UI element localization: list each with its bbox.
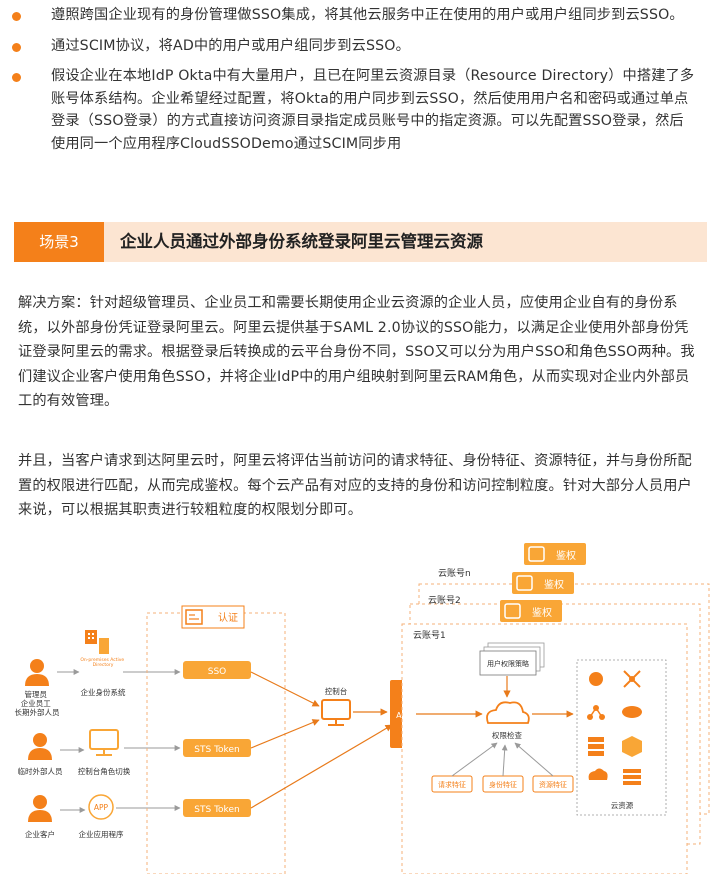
source-label: 企业应用程序 xyxy=(79,829,124,839)
svg-text:管理员 企业员工 长: 管理员 企业员工 长期外部人员 xyxy=(15,689,60,717)
person-icon xyxy=(25,659,49,686)
authorization-paragraph: 并且，当客户请求到达阿里云时，阿里云将评估当前访问的请求特征、身份特征、资源特征… xyxy=(18,453,692,518)
section-tag: 场景3 xyxy=(14,222,104,262)
lock-icon xyxy=(504,603,521,619)
feature-label: 身份特征 xyxy=(489,780,517,789)
token-label: STS Token xyxy=(194,745,239,755)
flow-arrow xyxy=(250,671,320,707)
lock-icon xyxy=(516,575,533,591)
resources-label: 云资源 xyxy=(611,800,634,810)
actor-label-line: 长期外部人员 xyxy=(15,707,60,717)
flow-arrow xyxy=(250,719,320,749)
person-icon xyxy=(28,795,52,822)
feature-label: 资源特征 xyxy=(539,780,567,789)
monitor-icon xyxy=(321,699,351,720)
feature-identity: 身份特征 xyxy=(482,775,524,793)
bullet-dot xyxy=(12,73,21,82)
authz-label: 鉴权 xyxy=(532,606,552,619)
flow-arrow xyxy=(250,724,393,809)
directory-icon xyxy=(85,630,109,654)
identity-source-app: APP 企业应用程序 xyxy=(79,794,124,839)
bullet-list: 遵照跨国企业现有的身份管理做SSO集成，将其他云服务中正在使用的用户或用户组同步… xyxy=(0,4,712,155)
resources-panel xyxy=(576,659,667,816)
flow-arrow xyxy=(514,742,554,777)
bullet-text: 遵照跨国企业现有的身份管理做SSO集成，将其他云服务中正在使用的用户或用户组同步… xyxy=(51,7,684,23)
resource-network-icon xyxy=(623,670,641,688)
app-icon xyxy=(88,794,114,820)
bullet-item: 遵照跨国企业现有的身份管理做SSO集成，将其他云服务中正在使用的用户或用户组同步… xyxy=(0,4,712,27)
authz-badge: 鉴权 xyxy=(512,572,574,594)
monitor-icon xyxy=(89,729,119,756)
identity-source-ad: On-premises Active Directory 企业身份系统 xyxy=(80,630,126,697)
bullet-item: 假设企业在本地IdP Okta中有大量用户，且已在阿里云资源目录（Resourc… xyxy=(0,65,712,155)
person-icon xyxy=(28,733,52,760)
permission-check: 权限检查 xyxy=(486,701,530,740)
actor-label: 企业客户 xyxy=(25,829,55,839)
resource-topology-icon xyxy=(587,705,605,720)
bullet-dot xyxy=(12,42,21,52)
architecture-diagram: 管理员 企业员工 长期外部人员 临时外部人员 企业客户 xyxy=(0,540,712,874)
app-icon-text: APP xyxy=(94,803,109,812)
resource-storage-icon xyxy=(622,706,642,718)
authz-label: 鉴权 xyxy=(544,578,564,591)
console-label: 控制台 xyxy=(325,686,348,696)
token-sso: SSO xyxy=(183,661,251,679)
resource-cloud-icon xyxy=(588,768,608,780)
lock-icon xyxy=(528,546,545,562)
source-label: 企业身份系统 xyxy=(81,687,126,697)
source-label: 控制台角色切换 xyxy=(78,766,131,776)
identity-source-console: 控制台角色切换 xyxy=(78,729,131,776)
section-title: 企业人员通过外部身份系统登录阿里云管理云资源 xyxy=(120,232,483,251)
authz-badge: 鉴权 xyxy=(524,543,586,565)
feature-label: 请求特征 xyxy=(438,780,466,789)
account-label: 云账号n xyxy=(438,568,471,579)
actor-customer: 企业客户 xyxy=(25,795,55,839)
solution-paragraph: 解决方案：针对超级管理员、企业员工和需要长期使用企业云资源的企业人员，应使用企业… xyxy=(18,295,695,409)
resource-hex-icon xyxy=(622,736,642,757)
source-icon-text: Directory xyxy=(93,662,114,668)
account-label: 云账号2 xyxy=(428,595,461,606)
actor-temp-external: 临时外部人员 xyxy=(18,733,63,776)
check-label: 权限检查 xyxy=(492,730,522,740)
authz-badge: 鉴权 xyxy=(500,600,562,622)
actor-label: 临时外部人员 xyxy=(18,766,63,776)
actor-label-line: 管理员 xyxy=(25,689,48,699)
actor-label-line: 企业员工 xyxy=(21,698,51,708)
policy-document: 用户权限策略 xyxy=(479,642,545,676)
token-label: SSO xyxy=(208,667,227,677)
account-label: 云账号1 xyxy=(413,630,446,641)
resource-icons xyxy=(587,670,642,785)
actor-admin: 管理员 企业员工 长期外部人员 xyxy=(15,659,60,717)
authz-label: 鉴权 xyxy=(556,549,576,562)
console-node: 控制台 xyxy=(321,686,351,726)
token-label: STS Token xyxy=(194,805,239,815)
id-card-icon xyxy=(185,609,203,625)
section-header: 场景3 企业人员通过外部身份系统登录阿里云管理云资源 xyxy=(14,222,707,262)
token-sts-1: STS Token xyxy=(183,739,251,757)
bullet-text: 假设企业在本地IdP Okta中有大量用户，且已在阿里云资源目录（Resourc… xyxy=(51,68,695,152)
account-panel xyxy=(401,623,688,874)
auth-header: 认证 xyxy=(181,605,245,629)
cloud-icon xyxy=(486,701,530,724)
flow-arrow xyxy=(451,742,498,777)
feature-request: 请求特征 xyxy=(431,775,473,793)
source-icon-text: On-premises Active xyxy=(80,657,124,663)
flow-arrow xyxy=(501,744,508,777)
token-sts-2: STS Token xyxy=(183,799,251,817)
bullet-dot xyxy=(12,12,21,21)
policy-label: 用户权限策略 xyxy=(487,659,529,668)
bullet-item: 通过SCIM协议，将AD中的用户或用户组同步到云SSO。 xyxy=(0,35,712,58)
bullet-text: 通过SCIM协议，将AD中的用户或用户组同步到云SSO。 xyxy=(51,37,410,54)
auth-title: 认证 xyxy=(218,611,238,624)
resource-server-icon xyxy=(588,737,604,756)
resource-layers-icon xyxy=(623,769,641,785)
svg-text:On-premises Active D: On-premises Active Directory xyxy=(80,657,125,668)
resource-cluster-icon xyxy=(589,672,603,686)
feature-resource: 资源特征 xyxy=(532,775,574,793)
